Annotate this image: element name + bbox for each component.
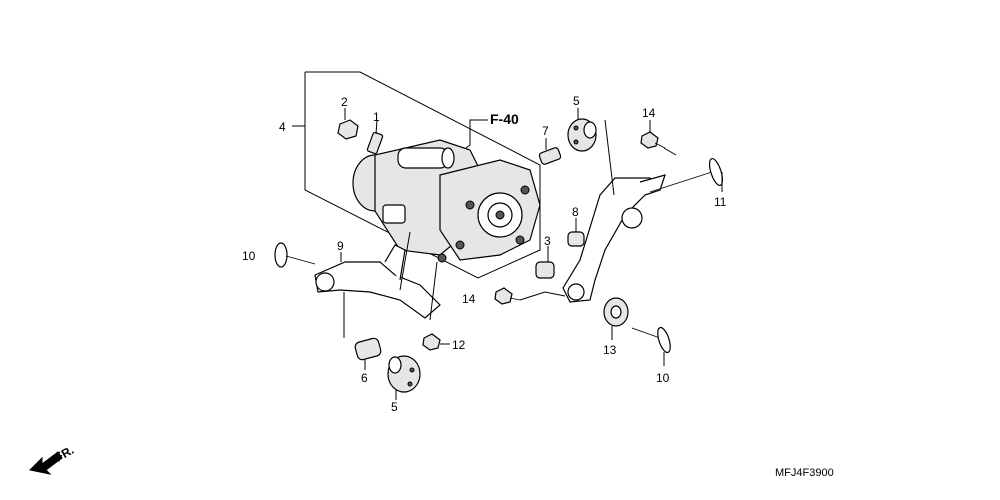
callout-5-upper: 5 [573,94,580,108]
valve-body [352,139,541,263]
callout-12: 12 [452,338,466,352]
callout-7: 7 [542,124,549,138]
assembly-outline [292,71,541,279]
callout-14-upper: 14 [642,106,656,120]
part-14-lower-bolt [494,287,566,305]
part-10-left-bolt [274,242,316,268]
callout-9: 9 [337,239,344,253]
callout-10-left: 10 [242,249,256,263]
part-8-grommet [567,218,585,247]
callout-2: 2 [341,95,348,109]
part-5-upper-rubber [567,108,597,152]
right-stay-bracket [562,119,666,303]
callout-8: 8 [572,205,579,219]
part-1-screw [366,119,384,155]
callout-3: 3 [544,234,551,248]
part-7-collar [538,138,562,165]
part-3-collar [535,246,555,279]
part-6-collar [354,337,382,370]
part-12-screw [422,333,450,351]
callout-6: 6 [361,371,368,385]
callout-1: 1 [373,110,380,124]
drawing-code: MFJ4F3900 [775,467,834,479]
part-9-left-bracket [314,244,441,319]
part-5-lower-rubber [387,355,421,400]
callout-11: 11 [714,195,727,209]
callout-14-lower: 14 [462,292,476,306]
part-2-nut [337,108,359,140]
front-direction-arrow-icon [28,451,63,475]
callout-13: 13 [603,343,617,357]
part-10-right-bolt [631,326,671,366]
callout-10-right: 10 [656,371,670,385]
reference-label: F-40 [490,111,519,127]
part-11-bolt [649,157,724,193]
part-13-rubber [603,297,629,340]
callout-5-lower: 5 [391,400,398,414]
bracket-leaders [343,231,438,338]
callout-4: 4 [279,120,286,134]
part-14-upper-bolt [640,120,677,156]
